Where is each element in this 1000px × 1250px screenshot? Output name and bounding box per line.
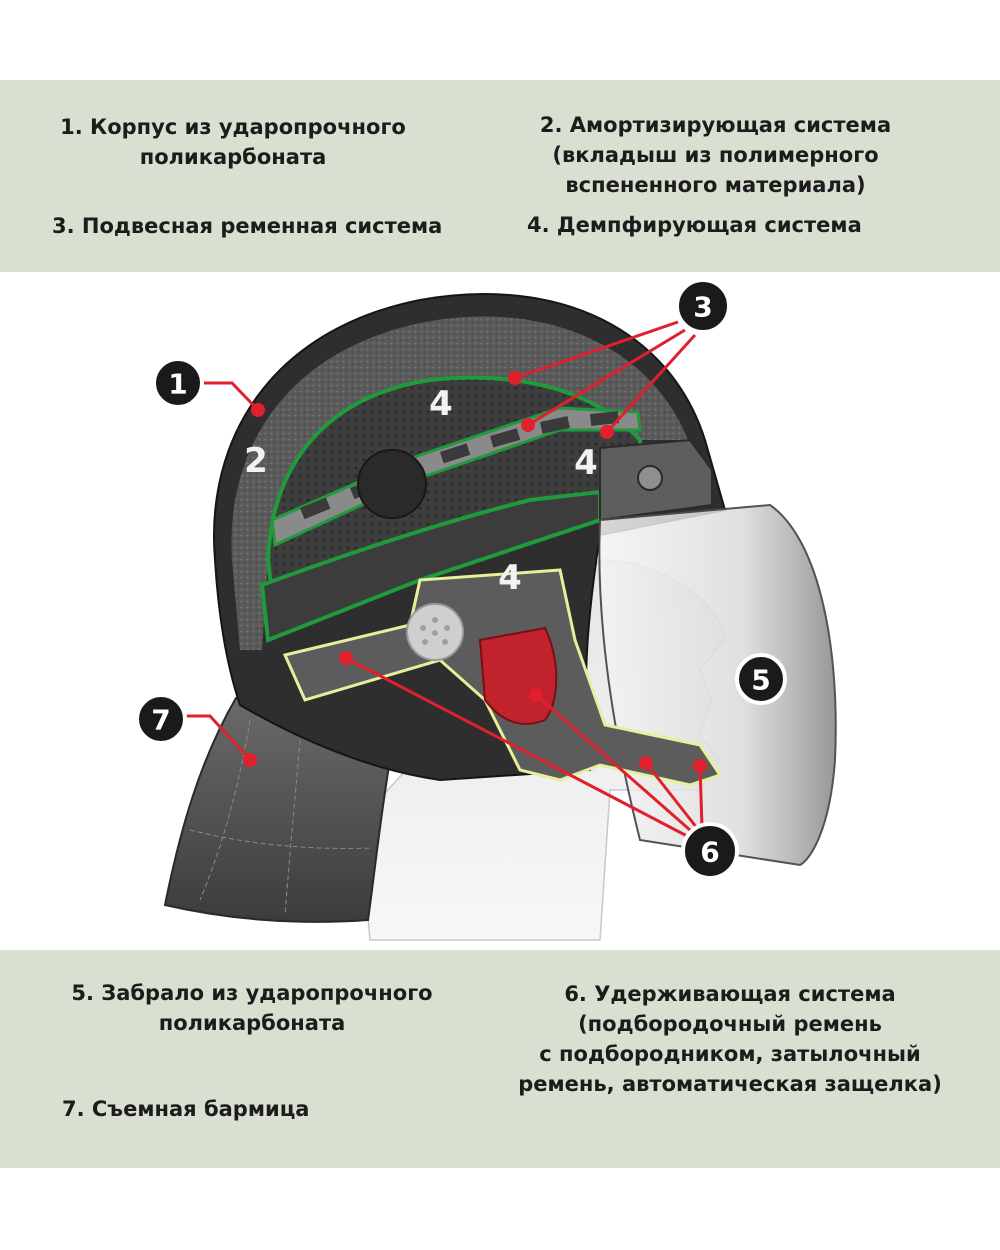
caption-1-line-2: поликарбоната <box>139 145 327 169</box>
leader-lines <box>180 320 704 838</box>
leader-3c <box>605 333 697 434</box>
top-caption-band <box>0 80 1000 272</box>
svg-text:3: 3 <box>693 291 712 324</box>
dot-6a <box>339 651 353 665</box>
foam-liner <box>231 316 688 650</box>
leader-3b <box>527 328 686 427</box>
caption-2-line-1: 2. Амортизирующая система <box>539 113 892 137</box>
caption-3-line-1: 3. Подвесная ременная система <box>52 214 443 238</box>
marker-1: 1 <box>152 357 204 409</box>
visor <box>598 503 837 867</box>
visor-pivot <box>637 465 663 491</box>
caption-4: 4. Демпфирующая система <box>527 210 862 240</box>
leader-6a <box>345 656 688 838</box>
marker-2: 2 <box>244 441 268 481</box>
marker-3: 3 <box>675 278 731 334</box>
bottom-caption-band <box>0 950 1000 1168</box>
caption-4-line-1: 4. Демпфирующая система <box>527 213 862 237</box>
caption-7-line-1: 7. Съемная бармица <box>62 1097 310 1121</box>
caption-2-line-2: (вкладыш из полимерного <box>552 143 879 167</box>
aventail-stitch <box>189 719 373 916</box>
leader-6d <box>698 765 704 829</box>
side-hub <box>357 449 427 519</box>
caption-1-line-1: 1. Корпус из ударопрочного <box>60 115 406 139</box>
marker-6: 6 <box>681 822 739 880</box>
dot-7 <box>243 753 257 767</box>
dot-6d <box>693 759 707 773</box>
caption-3: 3. Подвесная ременная система <box>52 211 442 241</box>
strap-holes <box>300 411 620 520</box>
dot-6c <box>639 756 653 770</box>
marker-4c: 4 <box>498 558 522 598</box>
dot-3b <box>521 418 535 432</box>
caption-7: 7. Съемная бармица <box>62 1094 309 1124</box>
svg-text:5: 5 <box>751 664 770 697</box>
svg-text:6: 6 <box>700 836 719 869</box>
caption-2-line-3: вспененного материала) <box>565 173 866 197</box>
caption-5: 5. Забрало из ударопрочного поликарбонат… <box>60 978 444 1038</box>
caption-1: 1. Корпус из ударопрочного поликарбоната <box>52 112 414 172</box>
buckle-holes <box>420 617 450 645</box>
caption-5-line-1: 5. Забрало из ударопрочного <box>71 981 433 1005</box>
marker-4b: 4 <box>574 443 598 483</box>
marker-5: 5 <box>735 653 787 705</box>
svg-text:1: 1 <box>168 368 187 401</box>
dot-6b <box>529 688 543 702</box>
leader-dots <box>243 371 707 773</box>
caption-6: 6. Удерживающая система (подбородочный р… <box>490 979 970 1099</box>
caption-6-line-2: (подбородочный ремень <box>578 1012 882 1036</box>
caption-6-line-1: 6. Удерживающая система <box>564 982 896 1006</box>
caption-6-line-3: с подбородником, затылочный <box>539 1042 921 1066</box>
caption-6-line-4: ремень, автоматическая защелка) <box>518 1072 942 1096</box>
leader-1 <box>202 381 260 412</box>
caption-2: 2. Амортизирующая система (вкладыш из по… <box>527 110 904 200</box>
dot-1 <box>251 403 265 417</box>
leader-7 <box>180 714 252 762</box>
leader-6c <box>644 762 699 829</box>
svg-text:7: 7 <box>151 704 170 737</box>
caption-5-line-2: поликарбоната <box>158 1011 346 1035</box>
leader-6b <box>535 693 691 832</box>
marker-7: 7 <box>135 693 187 745</box>
dot-3c <box>600 425 614 439</box>
dot-3a <box>508 371 522 385</box>
leader-3a <box>514 320 679 380</box>
marker-4a: 4 <box>429 384 453 424</box>
